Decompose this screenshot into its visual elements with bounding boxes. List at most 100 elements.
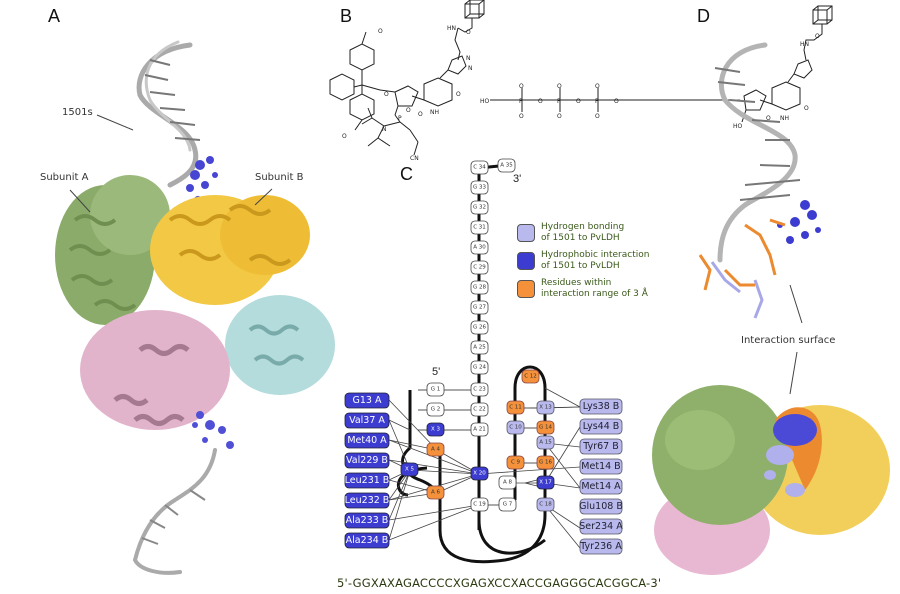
- label-subunit-b: Subunit B: [255, 172, 304, 183]
- nucleotide-g1: G 1: [426, 382, 445, 397]
- residue-met14a: Met14 A: [579, 478, 623, 495]
- svg-text:Ala234 B: Ala234 B: [346, 535, 389, 546]
- nucleotide-c18: C 18: [536, 497, 555, 512]
- svg-text:G 2: G 2: [431, 407, 441, 413]
- nucleotide-g16: G 16: [536, 455, 555, 470]
- svg-text:C 22: C 22: [473, 407, 486, 413]
- legend-range-line1: Residues within: [541, 278, 612, 288]
- nucleotide-x5: X 5: [400, 462, 419, 477]
- node-a35: [497, 158, 516, 173]
- svg-text:Ser234 A: Ser234 A: [579, 521, 623, 532]
- residue-leu231b: Leu231 B: [344, 472, 390, 489]
- svg-text:G 14: G 14: [539, 425, 553, 431]
- svg-text:C 18: C 18: [539, 502, 552, 508]
- end-5-prime: 5': [432, 366, 441, 378]
- svg-text:Val37 A: Val37 A: [349, 415, 385, 426]
- nucleotide-g2: G 2: [426, 402, 445, 417]
- nucleotide-g14: G 14: [536, 420, 555, 435]
- residue-met14b: Met14 B: [579, 458, 623, 475]
- nucleotide-a21: A 21: [470, 422, 489, 437]
- stem-column: [470, 180, 489, 375]
- svg-text:X 3: X 3: [431, 427, 441, 433]
- protein-surface: [652, 385, 890, 575]
- hydrophobic-nucleotides-d: [777, 200, 821, 244]
- svg-text:Ala233 B: Ala233 B: [346, 515, 389, 526]
- svg-text:G13 A: G13 A: [353, 395, 382, 406]
- residue-lys38b: Lys38 B: [579, 398, 623, 415]
- svg-text:C 12: C 12: [524, 374, 537, 380]
- residue-ser234a: Ser234 A: [579, 518, 623, 535]
- nucleotide-g7: G 7: [498, 497, 517, 512]
- subunit-b-yellow: [150, 195, 310, 305]
- panel-letter-b: B: [340, 6, 353, 26]
- svg-text:Leu232 B: Leu232 B: [345, 495, 390, 506]
- svg-text:C 19: C 19: [473, 502, 486, 508]
- residue-tyr67b: Tyr67 B: [579, 438, 623, 455]
- legend-hydrophobic-line2: of 1501 to PvLDH: [541, 261, 620, 271]
- svg-text:Tyr67 B: Tyr67 B: [582, 441, 618, 452]
- panel-letter-c: C: [400, 164, 413, 184]
- node-c34-label: C 34: [473, 165, 486, 171]
- legend-hbond-line2: of 1501 to PvLDH: [541, 233, 620, 243]
- residue-g13a: G13 A: [344, 392, 390, 409]
- nucleotide-a8: A 8: [498, 475, 517, 490]
- residue-leu232b: Leu232 B: [344, 492, 390, 509]
- label-subunit-a: Subunit A: [40, 172, 89, 183]
- svg-text:X 5: X 5: [405, 467, 415, 473]
- svg-text:G 7: G 7: [503, 502, 513, 508]
- svg-text:X 17: X 17: [539, 480, 552, 486]
- panel-letter-d: D: [697, 6, 710, 26]
- nucleotide-c12: C 12: [521, 369, 540, 384]
- svg-text:A 8: A 8: [503, 480, 513, 486]
- svg-text:Tyr236 A: Tyr236 A: [579, 541, 622, 552]
- legend-swatch-range: [517, 280, 535, 298]
- svg-text:G 16: G 16: [539, 460, 553, 466]
- nucleotide-c11: C 11: [506, 400, 525, 415]
- svg-text:A 6: A 6: [431, 490, 441, 496]
- residue-val229b: Val229 B: [344, 452, 390, 469]
- svg-text:Met14 A: Met14 A: [581, 481, 621, 492]
- aptamer-sequence: 5'-GGXAXAGACCCCXGAGXCCXACCGAGGGCACGGCA-3…: [337, 576, 662, 590]
- node-c34: [470, 160, 489, 175]
- nucleotide-c23: C 23: [470, 382, 489, 397]
- svg-text:Met14 B: Met14 B: [581, 461, 620, 472]
- node-g27-label: G 27: [473, 305, 487, 311]
- svg-text:Met40 A: Met40 A: [347, 435, 387, 446]
- nucleotide-c9: C 9: [506, 455, 525, 470]
- residues-left: G13 A Val37 A Met40 A Val229 B Leu231 B …: [344, 392, 390, 549]
- residue-lys44b: Lys44 B: [579, 418, 623, 435]
- subunit-pink: [80, 310, 230, 430]
- stem-nodes: [470, 158, 516, 175]
- legend-swatch-hbond: [517, 224, 535, 242]
- aptamer-lower-helix: [132, 448, 217, 575]
- subunit-cyan: [225, 295, 335, 395]
- svg-text:Lys44 B: Lys44 B: [583, 421, 620, 432]
- nucleotide-x13: X 13: [536, 400, 555, 415]
- nucleotide-c19: C 19: [470, 497, 489, 512]
- svg-text:C 9: C 9: [511, 460, 521, 466]
- residue-tyr236a: Tyr236 A: [579, 538, 623, 555]
- svg-text:C 23: C 23: [473, 387, 486, 393]
- range-nucleotides-d: [698, 218, 786, 291]
- legend-hbond-line1: Hydrogen bonding: [541, 222, 625, 232]
- svg-text:Val229 B: Val229 B: [346, 455, 388, 466]
- aptamer-upper-helix: [136, 40, 199, 188]
- nucleotide-a4: A 4: [426, 442, 445, 457]
- node-g24-label: G 24: [473, 365, 487, 371]
- nucleotide-a6: A 6: [426, 485, 445, 500]
- residue-met40a: Met40 A: [344, 432, 390, 449]
- svg-text:Glu108 B: Glu108 B: [579, 501, 623, 512]
- node-a35-label: A 35: [500, 163, 513, 169]
- residue-val37a: Val37 A: [344, 412, 390, 429]
- nucleotide-c10: C 10: [506, 420, 525, 435]
- nucleotide-x17: X 17: [536, 475, 555, 490]
- node-g28-label: G 28: [473, 285, 487, 291]
- node-a25-label: A 25: [473, 345, 486, 351]
- svg-text:A 4: A 4: [431, 447, 441, 453]
- svg-text:Lys38 B: Lys38 B: [583, 401, 620, 412]
- legend-hydrophobic-line1: Hydrophobic interaction: [541, 250, 650, 260]
